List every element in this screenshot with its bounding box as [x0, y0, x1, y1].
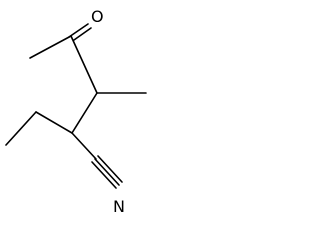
nitrogen-label: N: [113, 197, 125, 216]
bond-triple-3: [97, 155, 123, 183]
bond-ch2-ch3: [5, 111, 37, 146]
bond-triple-1: [91, 161, 117, 189]
bond-triple-2: [94, 158, 120, 186]
structure-canvas: O N: [0, 0, 149, 228]
bond-ch-ch: [71, 92, 98, 134]
skeletal-formula: O N: [5, 7, 147, 216]
oxygen-label: O: [91, 7, 104, 26]
bond-carbonyl-oxygen-1: [68, 23, 89, 38]
bond-carbonyl-oxygen-2: [73, 27, 92, 41]
bond-carbonyl-ch: [70, 35, 98, 94]
bond-methyl-carbonyl: [29, 35, 72, 59]
bond-ch-cn: [71, 132, 97, 160]
bond-ch-ch2: [35, 111, 73, 134]
